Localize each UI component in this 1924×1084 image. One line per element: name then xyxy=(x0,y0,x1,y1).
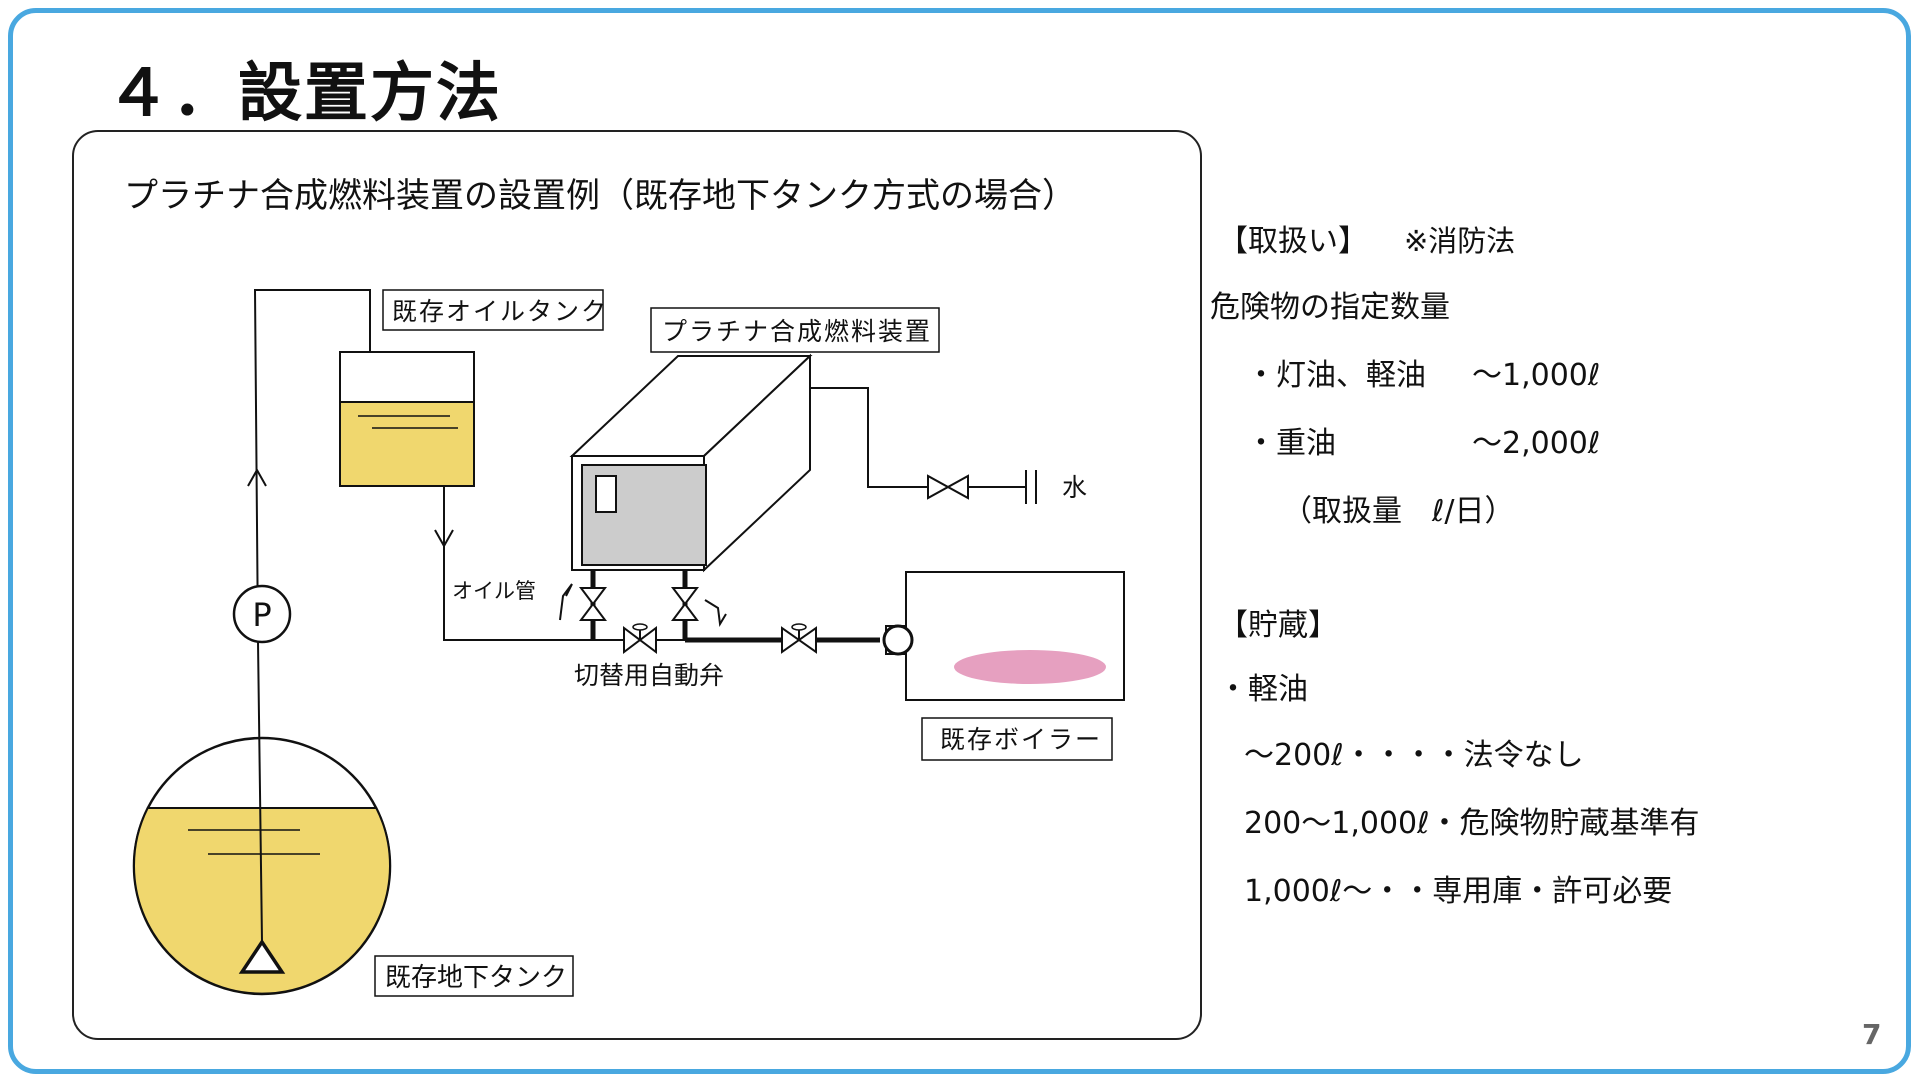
flow-arrow-down-icon xyxy=(434,529,454,549)
storage-rule: 200〜1,000ℓ・危険物貯蔵基準有 xyxy=(1244,806,1700,841)
diagram-heading: プラチナ合成燃料装置の設置例（既存地下タンク方式の場合） xyxy=(124,176,1076,216)
underground-tank xyxy=(132,736,392,996)
platinum-device-label: プラチナ合成燃料装置 xyxy=(662,317,932,346)
existing-boiler-label: 既存ボイラー xyxy=(940,725,1102,754)
fire-law-note: ※消防法 xyxy=(1404,224,1516,258)
heavy-oil-value: 〜2,000ℓ xyxy=(1472,426,1601,461)
storage-gasoil: ・軽油 xyxy=(1218,672,1308,707)
flow-arrow-curved-up-icon xyxy=(559,583,573,621)
kerosene-gasoil-value: 〜1,000ℓ xyxy=(1472,358,1601,393)
flow-arrow-curved-down-icon xyxy=(704,599,727,627)
slide-frame xyxy=(8,8,1911,1074)
pump-label: P xyxy=(252,596,271,634)
slide-title: ４．設置方法 xyxy=(106,57,502,131)
boiler-flame xyxy=(954,650,1106,684)
foot-valve-icon xyxy=(238,938,286,974)
existing-oil-tank-label: 既存オイルタンク xyxy=(392,297,608,326)
water-label: 水 xyxy=(1062,473,1087,502)
burner-icon xyxy=(882,624,914,656)
existing-oil-tank xyxy=(339,351,475,487)
page-number: 7 xyxy=(1862,1018,1882,1051)
handling-header: 【取扱い】 xyxy=(1218,224,1368,259)
oil-pipe-label: オイル管 xyxy=(452,579,536,603)
designated-quantity: 危険物の指定数量 xyxy=(1210,290,1450,325)
underground-tank-label: 既存地下タンク xyxy=(385,963,567,993)
water-valve-icon xyxy=(927,474,969,500)
platinum-fuel-device xyxy=(569,353,813,573)
diagram-panel xyxy=(72,130,1202,1040)
device-window-icon xyxy=(595,475,617,513)
flow-arrow-up-icon xyxy=(247,467,267,487)
kerosene-gasoil-label: ・灯油、軽油 xyxy=(1246,358,1426,393)
storage-rule: 1,000ℓ〜・・専用庫・許可必要 xyxy=(1244,874,1673,909)
storage-rule: 〜200ℓ・・・・法令なし xyxy=(1244,738,1584,773)
device-right-valve-icon xyxy=(671,587,699,621)
pump-icon xyxy=(232,584,292,644)
storage-header: 【貯蔵】 xyxy=(1218,608,1338,643)
switching-valve-label: 切替用自動弁 xyxy=(574,661,724,690)
heavy-oil-label: ・重油 xyxy=(1246,426,1336,461)
device-left-valve-icon xyxy=(579,587,607,621)
handling-amount: （取扱量 ℓ/日） xyxy=(1282,494,1515,529)
existing-boiler xyxy=(882,571,1125,701)
